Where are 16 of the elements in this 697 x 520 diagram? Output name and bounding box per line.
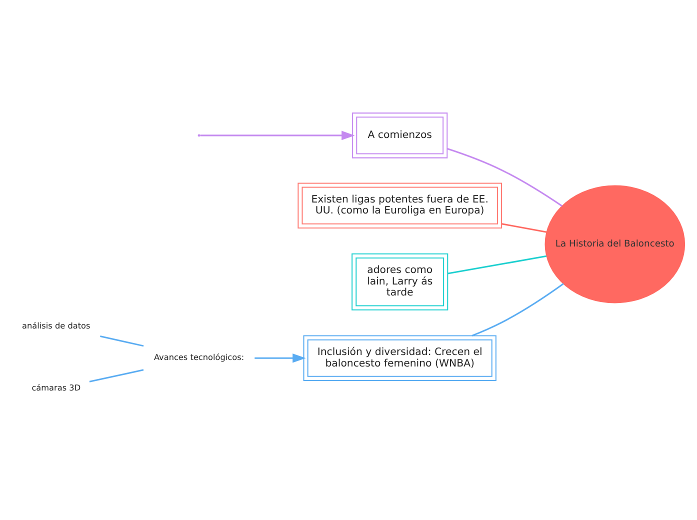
connector [447, 148, 563, 207]
node-ellipse: La Historia del Baloncesto [544, 185, 686, 304]
node-box: Existen ligas potentes fuera de EE. UU. (como la Euroliga en Europa) [298, 182, 502, 228]
node-box: adores como lain, Larry ás tarde [352, 253, 448, 310]
connector [448, 255, 547, 274]
node-box: A comienzos [352, 112, 448, 158]
node-box: Inclusión y diversidad: Crecen el baloncesto femenino (WNBA) [303, 335, 496, 381]
arrow [200, 130, 355, 140]
node-text: cámaras 3D [32, 382, 81, 393]
connector [502, 223, 547, 233]
node-text: Avances tecnológicos: [154, 352, 244, 362]
arrow [254, 354, 306, 363]
connector [89, 369, 144, 382]
connector [100, 335, 144, 347]
node-text: análisis de datos [22, 320, 90, 331]
connector [472, 283, 564, 336]
